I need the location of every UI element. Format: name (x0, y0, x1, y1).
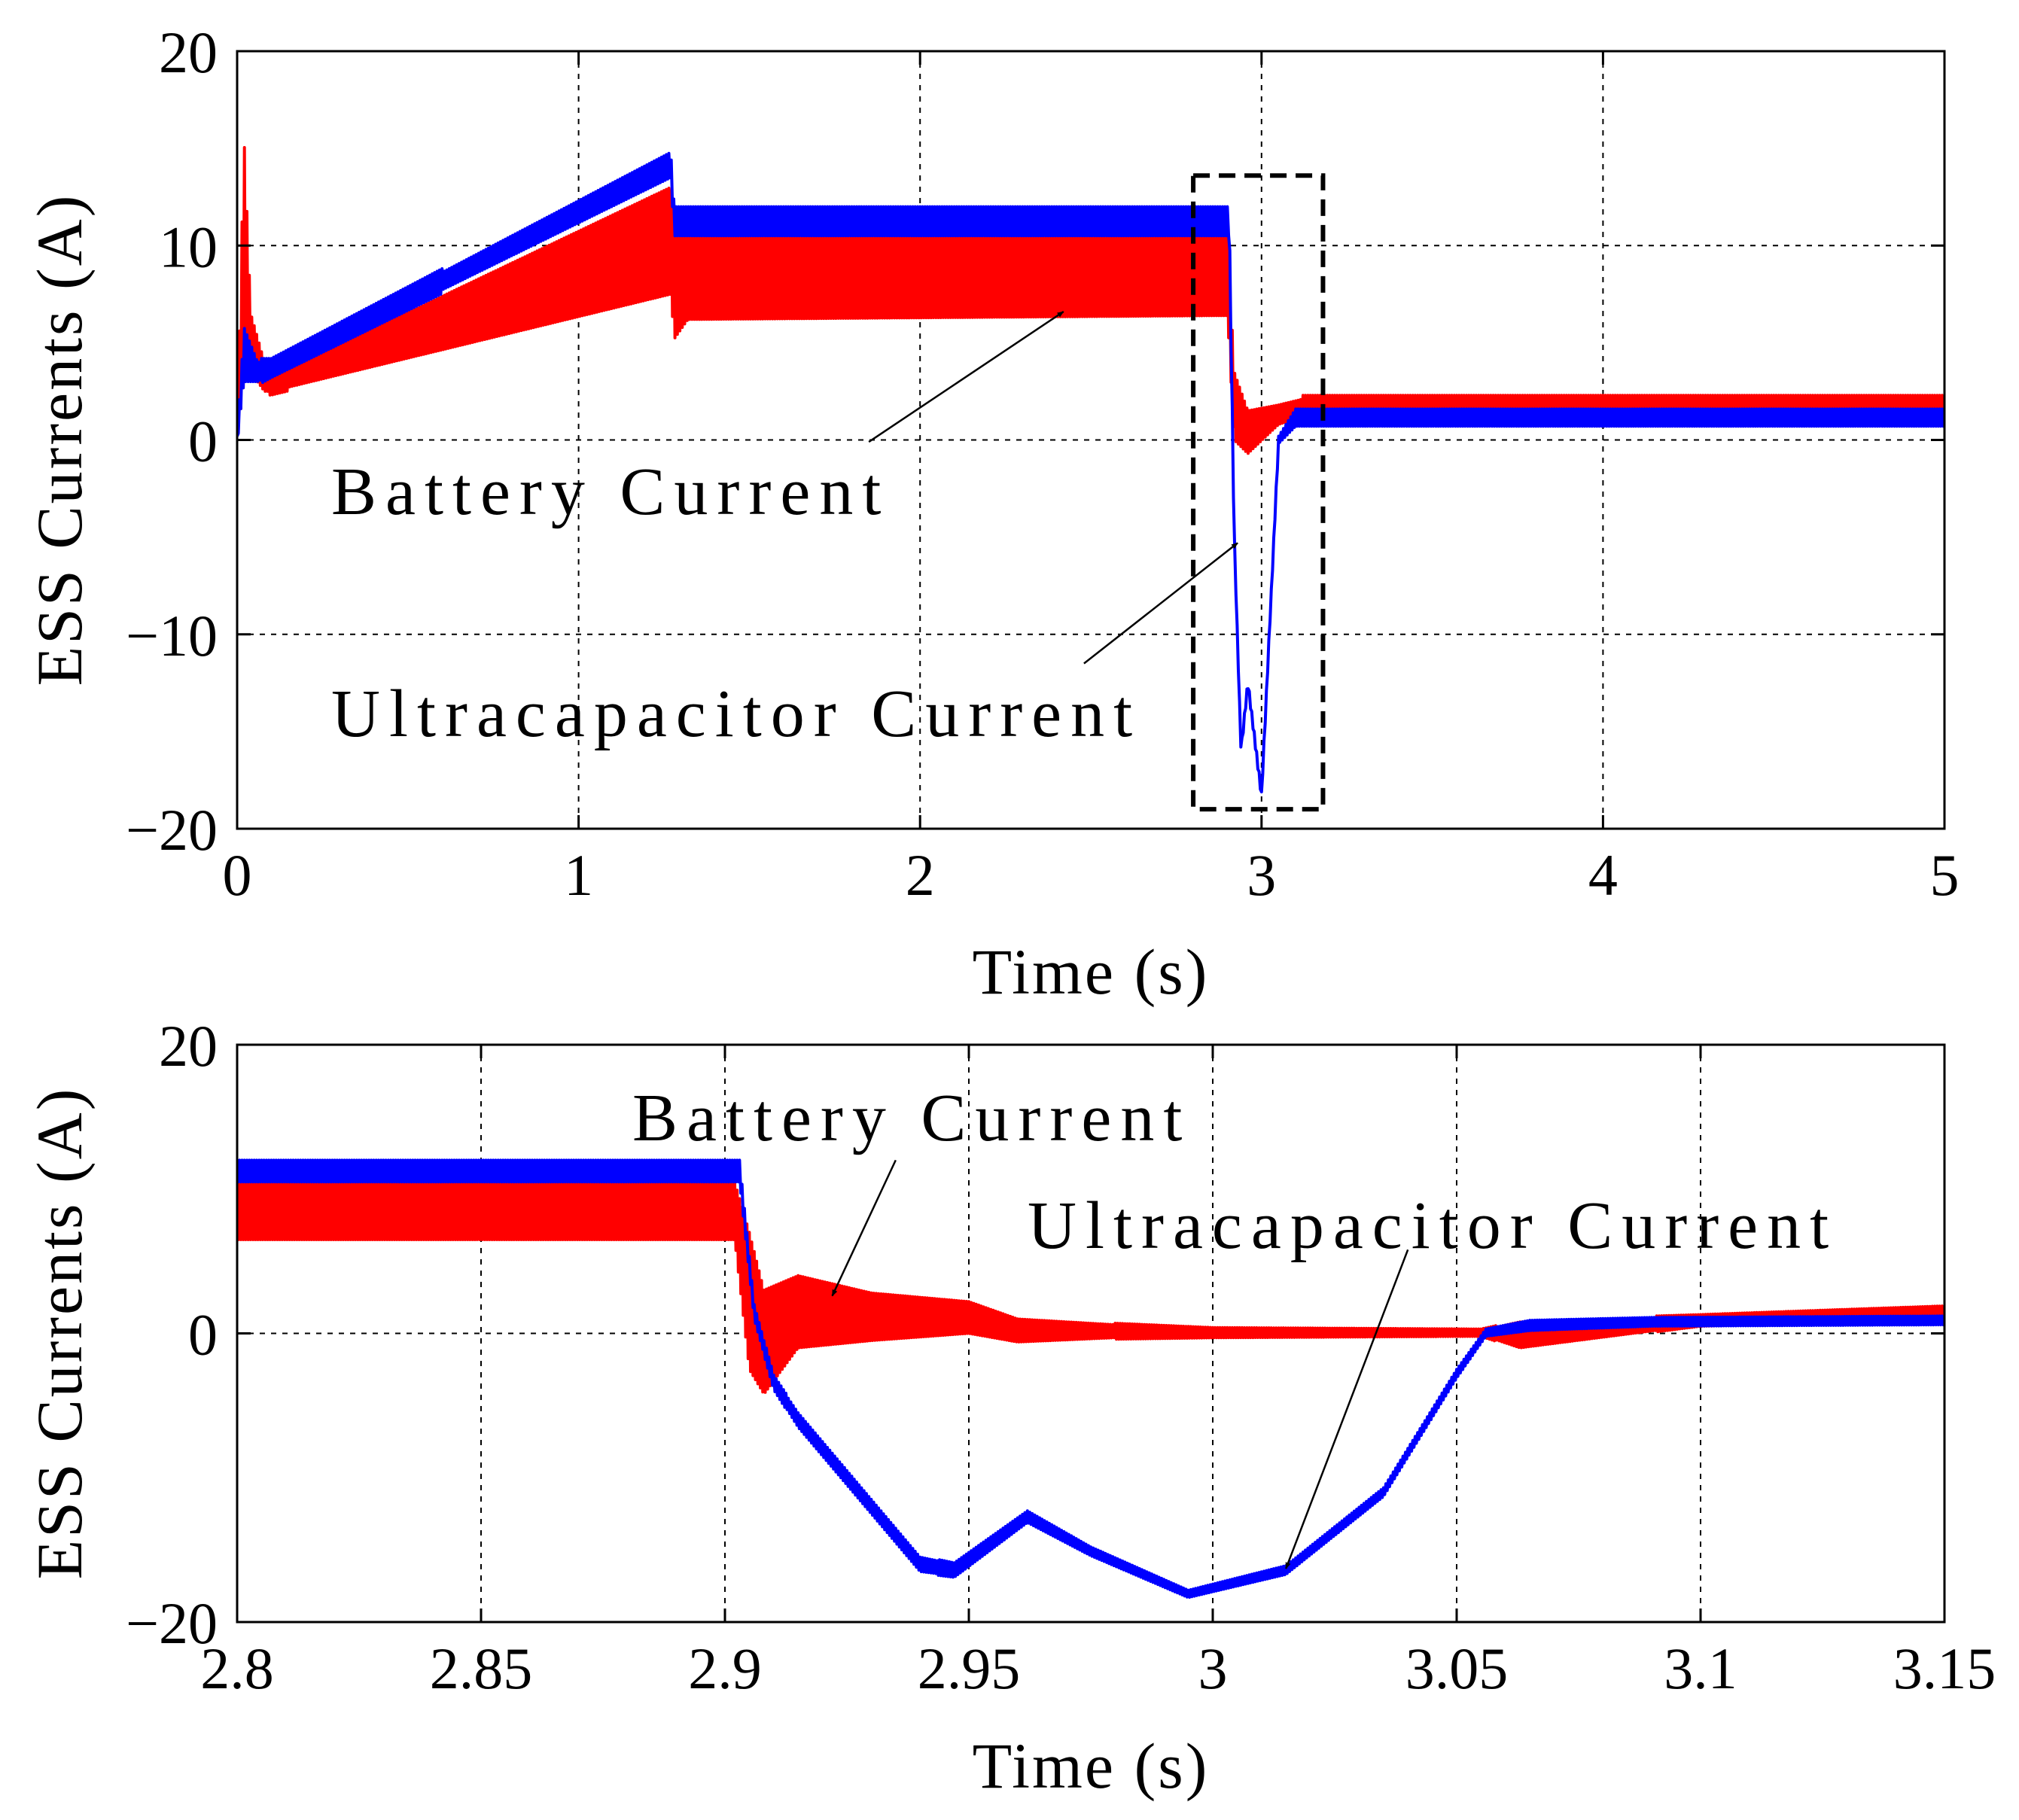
top-ticks (236, 50, 1946, 830)
top-x-tick-label: 0 (223, 842, 252, 908)
top-annotation-arrow (1083, 542, 1238, 665)
top-x-tick-label: 1 (564, 842, 593, 908)
top-annotation-arrow (868, 311, 1064, 443)
top-chart: 0 1 2 3 4 5 −20 −10 0 10 20 Battery Current Ultrac… (23, 20, 1960, 1008)
bottom-series-layer (237, 1158, 1944, 1599)
top-annotation-ultracapacitor: Ultracapacitor Current (331, 677, 1141, 751)
bottom-y-tick-label: 0 (188, 1302, 218, 1368)
bottom-series-ultracapacitor (237, 1158, 1944, 1599)
top-arrows (868, 311, 1238, 665)
top-x-tick-label: 3 (1247, 842, 1276, 908)
top-series-layer (237, 146, 1944, 794)
top-y-tick-label: 20 (159, 20, 218, 85)
bottom-x-tick-label: 3.1 (1664, 1636, 1737, 1701)
top-y-axis-label: ESS Currents (A) (23, 193, 96, 686)
top-series-battery (237, 146, 1944, 455)
bottom-y-axis-label: ESS Currents (A) (23, 1087, 96, 1580)
top-x-tick-label: 4 (1588, 842, 1618, 908)
top-y-tick-label: 10 (159, 214, 218, 279)
top-x-axis-label: Time (s) (973, 936, 1210, 1008)
bottom-x-tick-label: 3.15 (1893, 1636, 1996, 1701)
top-x-tick-label: 2 (906, 842, 935, 908)
bottom-x-tick-label: 2.9 (688, 1636, 762, 1701)
top-series-ultracapacitor (237, 151, 1944, 794)
top-y-tick-label: 0 (188, 409, 218, 474)
bottom-y-tick-label: −20 (126, 1590, 218, 1656)
top-tick-labels: 0 1 2 3 4 5 −20 −10 0 10 20 (126, 20, 1960, 908)
bottom-annotation-ultracapacitor: Ultracapacitor Current (1028, 1188, 1838, 1263)
top-y-tick-label: −20 (126, 797, 218, 863)
bottom-grid (237, 1045, 1944, 1622)
bottom-annotation-arrow (1285, 1249, 1409, 1569)
bottom-x-tick-label: 2.85 (430, 1636, 533, 1701)
bottom-chart: 2.8 2.85 2.9 2.95 3 3.05 3.1 3.15 −20 0 20 Battery… (23, 1013, 1996, 1802)
bottom-ticks (236, 1043, 1946, 1624)
top-x-tick-label: 5 (1930, 842, 1960, 908)
top-highlight-box (1191, 173, 1326, 812)
top-y-tick-label: −10 (126, 603, 218, 668)
top-annotation-battery: Battery Current (331, 455, 890, 529)
bottom-y-tick-label: 20 (159, 1013, 218, 1079)
bottom-annotation-battery: Battery Current (632, 1081, 1191, 1155)
bottom-x-tick-label: 2.95 (918, 1636, 1021, 1701)
bottom-x-tick-label: 2.8 (200, 1636, 274, 1701)
bottom-annotation-arrow (831, 1159, 897, 1297)
bottom-x-tick-label: 3.05 (1405, 1636, 1509, 1701)
bottom-x-axis-label: Time (s) (973, 1730, 1210, 1802)
bottom-tick-labels: 2.8 2.85 2.9 2.95 3 3.05 3.1 3.15 −20 0 20 (126, 1013, 1996, 1701)
bottom-arrows (831, 1159, 1409, 1569)
bottom-x-tick-label: 3 (1198, 1636, 1228, 1701)
